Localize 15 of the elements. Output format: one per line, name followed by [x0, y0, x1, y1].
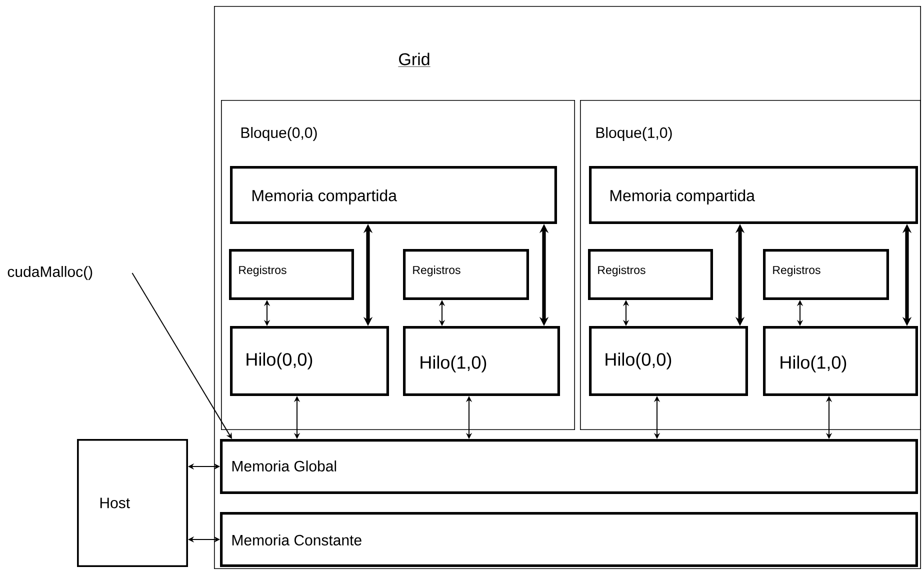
register-box: Registros [403, 249, 529, 300]
memory-box: Memoria Constante [220, 512, 918, 567]
host-box: Host [77, 439, 188, 567]
thread-box: Hilo(0,0) [230, 326, 389, 396]
arrow [132, 272, 232, 439]
memory-box: Memoria compartida [230, 166, 557, 224]
memory-box: Memoria compartida [589, 166, 918, 224]
register-box: Registros [763, 249, 889, 300]
thread-box: Hilo(0,0) [589, 326, 748, 396]
register-box: Registros [588, 249, 713, 300]
register-box: Registros [229, 249, 354, 300]
function-label: cudaMalloc() [8, 266, 92, 280]
thread-box: Hilo(1,0) [763, 326, 918, 396]
thread-box: Hilo(1,0) [403, 326, 560, 396]
memory-box: Memoria Global [220, 439, 918, 494]
